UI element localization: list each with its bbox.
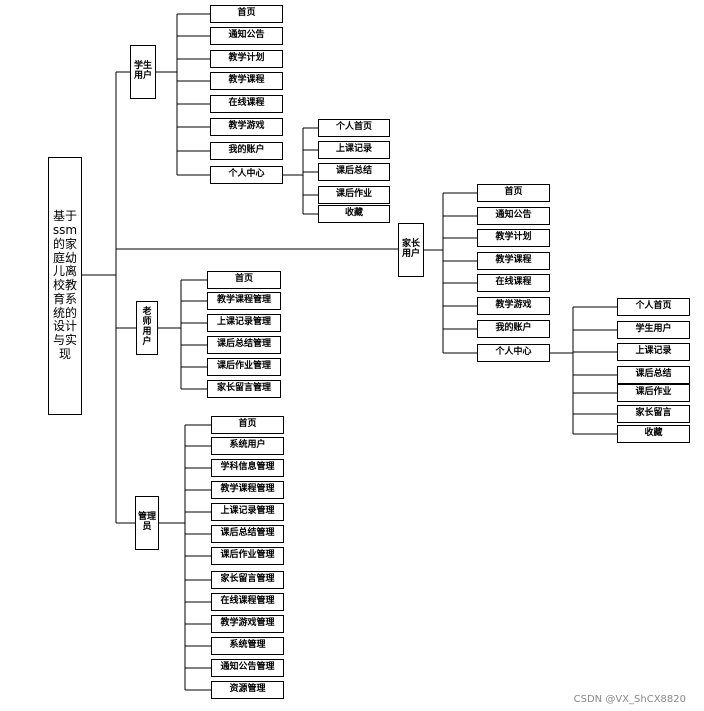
student-sub-1: 上课记录 <box>318 141 390 159</box>
teacher-item-5: 家长留言管理 <box>207 380 281 398</box>
admin-item-4: 上课记录管理 <box>211 503 284 521</box>
admin-item-8: 在线课程管理 <box>211 593 284 611</box>
admin-item-6: 课后作业管理 <box>211 547 284 565</box>
teacher-item-1: 教学课程管理 <box>207 292 281 310</box>
parent-sub-1: 学生用户 <box>617 321 690 339</box>
student-item-0: 首页 <box>210 5 283 23</box>
parent-item-6: 我的账户 <box>477 320 550 338</box>
parent-sub-2: 上课记录 <box>617 343 690 361</box>
branch-student: 学生用户 <box>130 45 156 99</box>
parent-sub-5: 家长留言 <box>617 405 690 423</box>
student-sub-4: 收藏 <box>318 205 390 223</box>
student-item-3: 教学课程 <box>210 72 283 90</box>
parent-sub-4: 课后作业 <box>617 384 690 402</box>
parent-item-4: 在线课程 <box>477 274 550 292</box>
admin-item-1: 系统用户 <box>211 437 284 455</box>
student-item-5: 教学游戏 <box>210 118 283 136</box>
watermark: CSDN @VX_ShCX8820 <box>573 694 686 705</box>
student-item-6: 我的账户 <box>210 142 283 160</box>
admin-item-9: 教学游戏管理 <box>211 615 284 633</box>
admin-item-5: 课后总结管理 <box>211 525 284 543</box>
teacher-item-4: 课后作业管理 <box>207 358 281 376</box>
student-sub-0: 个人首页 <box>318 119 390 137</box>
student-sub-2: 课后总结 <box>318 163 390 181</box>
parent-item-2: 教学计划 <box>477 229 550 247</box>
root-node: 基于ssm的家庭幼儿离校教育系统的设计与实现 <box>48 157 82 415</box>
parent-item-7: 个人中心 <box>477 344 550 362</box>
student-item-7: 个人中心 <box>210 166 283 184</box>
admin-item-7: 家长留言管理 <box>211 571 284 589</box>
parent-item-5: 教学游戏 <box>477 297 550 315</box>
admin-item-2: 学科信息管理 <box>211 459 284 477</box>
parent-sub-3: 课后总结 <box>617 366 690 384</box>
student-item-4: 在线课程 <box>210 95 283 113</box>
admin-item-3: 教学课程管理 <box>211 481 284 499</box>
student-sub-3: 课后作业 <box>318 186 390 204</box>
branch-teacher: 老师用户 <box>136 301 158 355</box>
parent-item-3: 教学课程 <box>477 252 550 270</box>
parent-sub-0: 个人首页 <box>617 298 690 316</box>
admin-item-12: 资源管理 <box>211 681 284 699</box>
parent-item-1: 通知公告 <box>477 207 550 225</box>
teacher-item-3: 课后总结管理 <box>207 336 281 354</box>
student-item-2: 教学计划 <box>210 50 283 68</box>
parent-item-0: 首页 <box>477 184 550 202</box>
admin-item-0: 首页 <box>211 416 284 434</box>
admin-item-11: 通知公告管理 <box>211 659 284 677</box>
student-item-1: 通知公告 <box>210 27 283 45</box>
branch-parent: 家长用户 <box>398 223 424 277</box>
admin-item-10: 系统管理 <box>211 637 284 655</box>
branch-admin: 管理员 <box>135 496 159 550</box>
parent-sub-6: 收藏 <box>617 425 690 443</box>
teacher-item-2: 上课记录管理 <box>207 314 281 332</box>
teacher-item-0: 首页 <box>207 271 281 289</box>
